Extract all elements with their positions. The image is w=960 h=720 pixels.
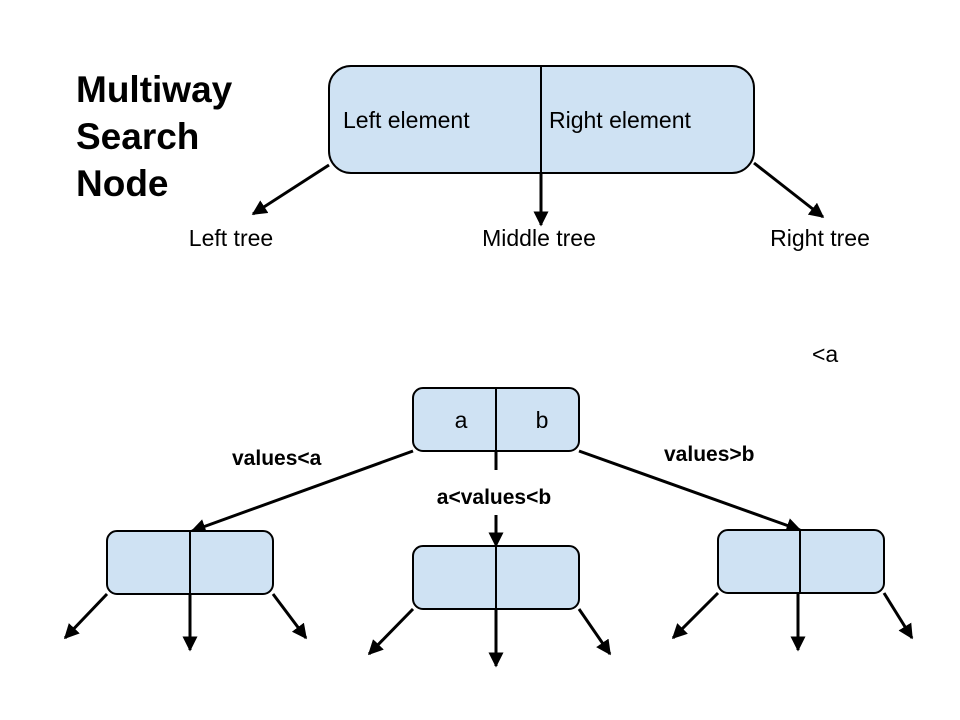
left-child-arrow-left (63, 592, 109, 640)
left-tree-label: Left tree (189, 225, 273, 251)
middle-child-arrow-right (577, 608, 612, 656)
edge-to-right-child (578, 449, 802, 533)
edge-label-right: values>b (664, 443, 754, 466)
middle-child-node (367, 545, 612, 668)
middle-tree-label: Middle tree (482, 225, 596, 251)
edge-to-left-child (190, 449, 414, 534)
title-line-3: Node (76, 163, 169, 204)
middle-child-arrow-left (367, 607, 415, 656)
edge-label-left: values<a (232, 447, 322, 470)
title-line-2: Search (76, 116, 199, 157)
title-line-1: Multiway (76, 69, 233, 110)
stray-label: <a (812, 341, 838, 367)
right-element-label: Right element (549, 107, 692, 133)
main-node: Left element Right element (328, 65, 755, 174)
left-tree-arrow (251, 163, 330, 216)
right-child-arrow-right (882, 592, 914, 640)
right-tree-arrow (753, 161, 825, 219)
right-child-node (671, 529, 914, 652)
example-root-node: a b (412, 387, 580, 452)
left-element-label: Left element (343, 107, 470, 133)
example-right-value: b (536, 407, 549, 433)
left-child-node (63, 530, 308, 652)
right-tree-label: Right tree (770, 225, 870, 251)
right-child-arrow-left (671, 591, 720, 640)
left-child-arrow-right (271, 593, 308, 640)
example-left-value: a (455, 407, 468, 433)
edge-label-middle: a<values<b (437, 486, 551, 509)
